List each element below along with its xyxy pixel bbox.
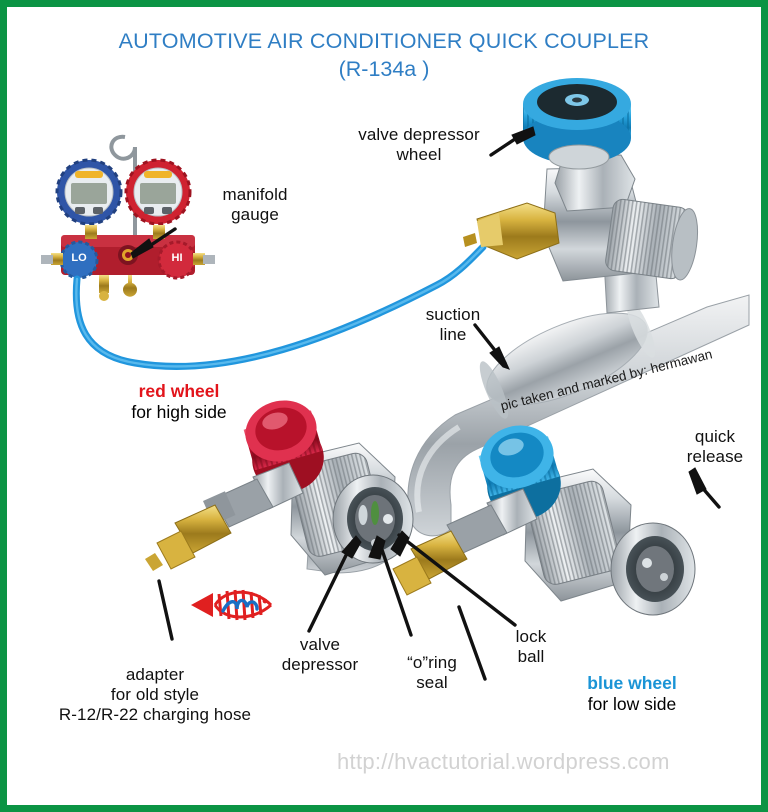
blue-wheel (478, 425, 561, 520)
label-oring-seal: “o”ring seal (407, 653, 457, 692)
manifold-gauge-set (41, 134, 215, 301)
brass-adapter-top (463, 202, 560, 260)
o-ring-seal (371, 501, 379, 525)
label-blue-wheel: blue wheel for low side (547, 673, 717, 715)
label-blue-wheel-sub: for low side (587, 694, 677, 714)
fish-logo (191, 589, 273, 621)
photo-credit: pic taken and marked by: hermawan (499, 346, 714, 414)
label-lock-ball: lock ball (515, 627, 547, 666)
valve-depressor-wheel-top (523, 78, 631, 164)
photo-canvas: manifold gauge valve depressor wheel suc… (7, 7, 761, 805)
gauge-high (124, 158, 192, 226)
valve-depressor-pin (358, 505, 368, 525)
label-adapter: adapter for old style R-12/R-22 charging… (58, 665, 252, 724)
page-title: AUTOMOTIVE AIR CONDITIONER QUICK COUPLER (118, 29, 650, 53)
brass-adapter-old-style (145, 504, 232, 571)
top-quick-coupler (463, 78, 699, 314)
label-quick-release: quick release (686, 427, 744, 466)
label-red-wheel-title: red wheel (138, 381, 220, 401)
label-suction-line: suction line (425, 305, 481, 344)
site-watermark: http://hvactutorial.wordpress.com (337, 749, 670, 774)
page-subtitle: (R-134a ) (338, 57, 430, 81)
gauge-hi-label: HI (171, 252, 183, 264)
label-manifold-gauge: manifold gauge (222, 185, 288, 224)
gauge-low (55, 158, 123, 226)
label-valve-depressor: valve depressor (281, 635, 359, 674)
label-blue-wheel-title: blue wheel (587, 673, 677, 693)
blue-quick-coupler (392, 425, 696, 616)
label-red-wheel: red wheel for high side (99, 381, 259, 423)
quick-release-face (610, 522, 696, 616)
brass-fitting-blue (392, 530, 468, 596)
label-valve-depressor-wheel: valve depressor wheel (358, 125, 480, 164)
lock-ball (383, 514, 393, 524)
gauge-lo-label: LO (71, 252, 87, 264)
label-red-wheel-sub: for high side (131, 402, 227, 422)
